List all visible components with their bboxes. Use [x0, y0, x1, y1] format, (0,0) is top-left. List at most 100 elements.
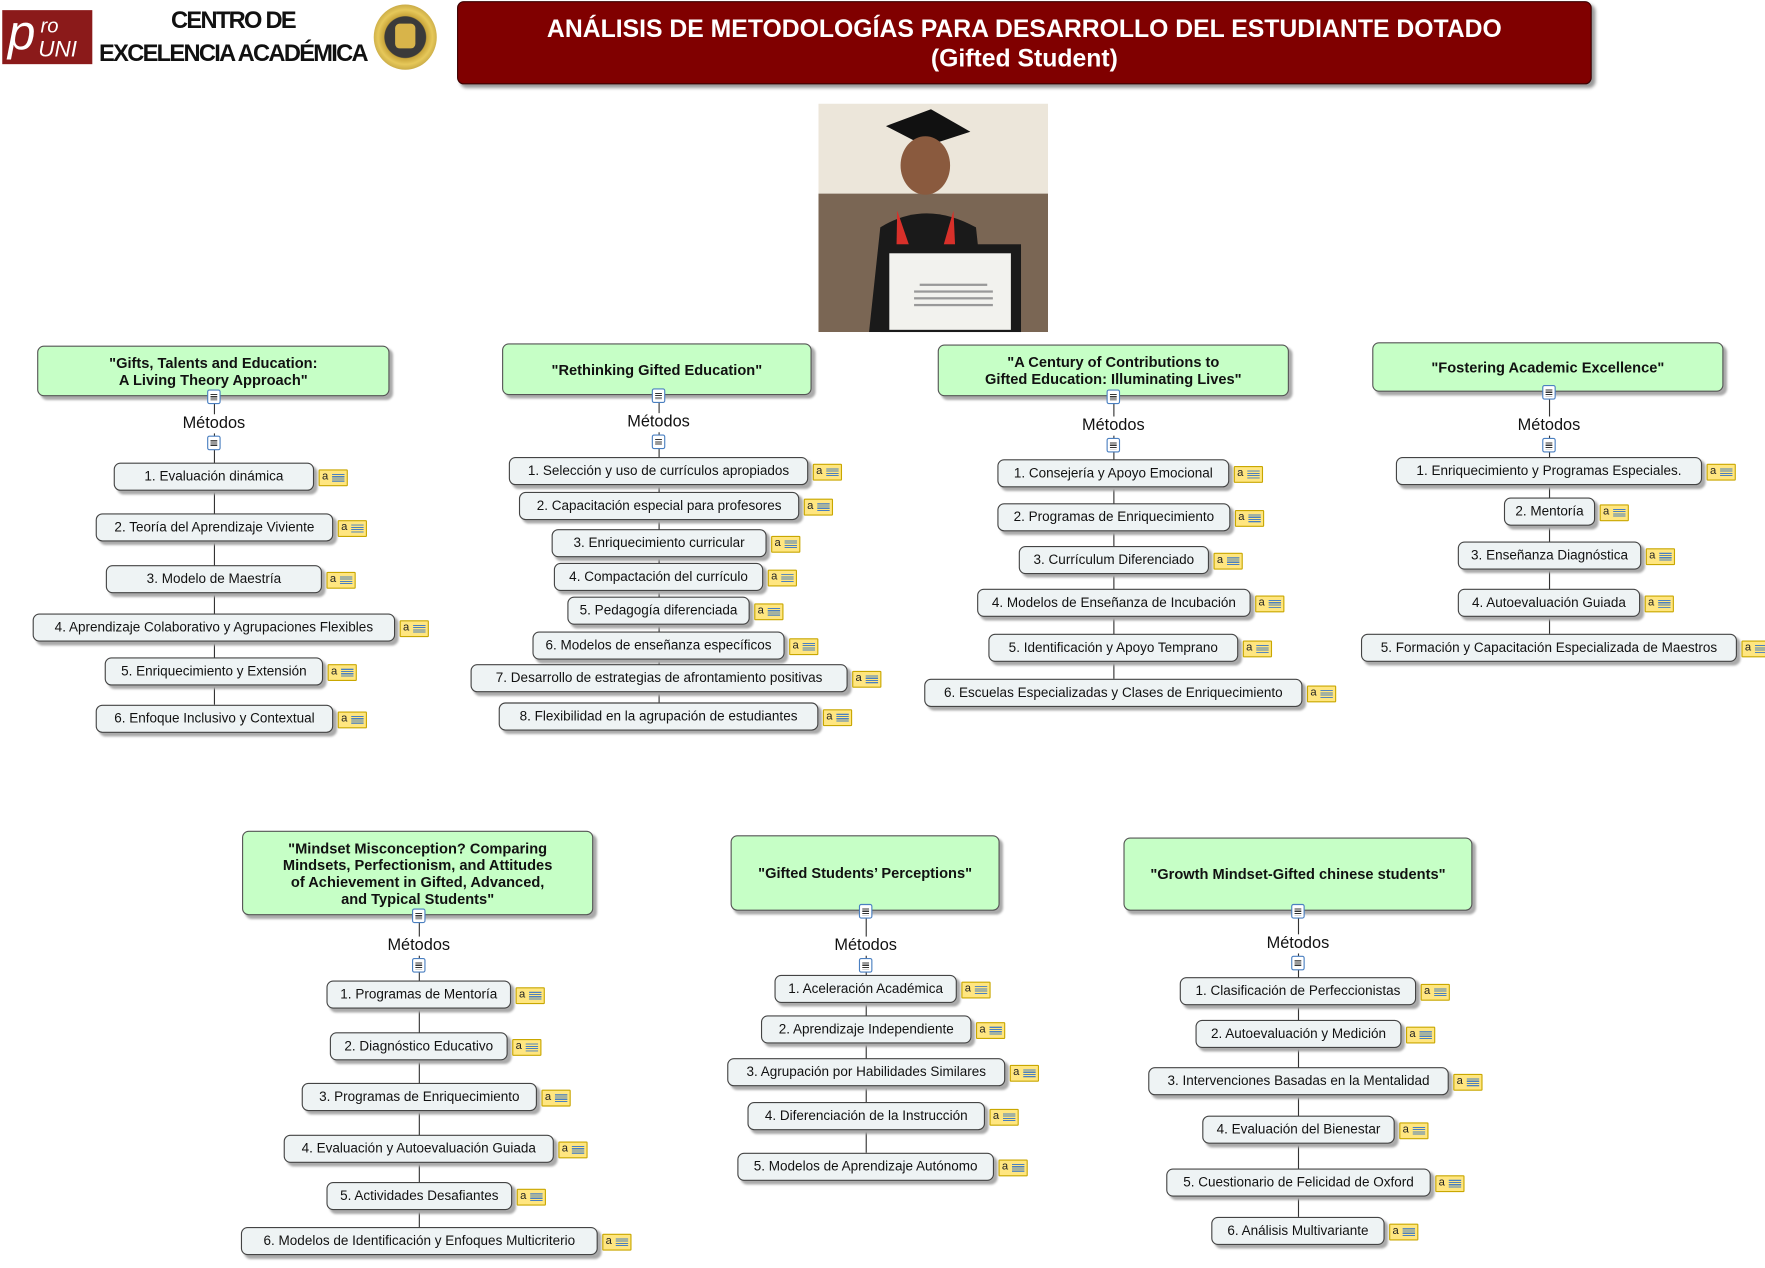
note-icon[interactable]: a	[1435, 1175, 1465, 1193]
method-item[interactable]: 6. Modelos de Identificación y Enfoques …	[240, 1227, 598, 1256]
method-item[interactable]: 1. Programas de Mentoría	[326, 980, 512, 1009]
method-item[interactable]: 3. Enseñanza Diagnóstica	[1457, 541, 1642, 570]
method-item[interactable]: 3. Agrupación por Habilidades Similares	[727, 1058, 1006, 1087]
note-icon[interactable]: a	[789, 638, 819, 656]
method-item[interactable]: 5. Actividades Desafiantes	[326, 1181, 513, 1211]
method-item[interactable]: 3. Modelo de Maestría	[105, 565, 322, 594]
attachment-icon[interactable]	[1291, 903, 1305, 919]
note-icon[interactable]: a	[998, 1159, 1028, 1177]
note-icon[interactable]: a	[558, 1141, 588, 1159]
note-icon[interactable]: a	[337, 520, 367, 537]
method-item[interactable]: 3. Enriquecimiento curricular	[551, 529, 767, 558]
method-item[interactable]: 2. Teoría del Aprendizaje Viviente	[95, 513, 334, 542]
attachment-icon[interactable]	[1291, 955, 1305, 971]
attachment-icon[interactable]	[858, 957, 873, 973]
note-icon[interactable]: a	[1399, 1122, 1429, 1140]
branch-title-node[interactable]: "Rethinking Gifted Education"	[502, 343, 812, 396]
note-icon[interactable]: a	[399, 620, 429, 638]
method-item[interactable]: 3. Intervenciones Basadas en la Mentalid…	[1148, 1067, 1449, 1096]
branch-title-node[interactable]: "Growth Mindset-Gifted chinese students"	[1123, 837, 1473, 911]
note-icon[interactable]: a	[1599, 504, 1629, 522]
note-icon[interactable]: a	[515, 987, 545, 1005]
method-item[interactable]: 7. Desarrollo de estrategias de afrontam…	[470, 664, 848, 693]
note-icon[interactable]: a	[1234, 509, 1265, 527]
method-item[interactable]: 2. Aprendizaje Independiente	[760, 1015, 972, 1044]
attachment-icon[interactable]	[651, 388, 666, 404]
note-icon[interactable]: a	[1389, 1223, 1419, 1241]
method-item[interactable]: 6. Análisis Multivariante	[1211, 1216, 1385, 1246]
branch-title-node[interactable]: "A Century of Contributions to Gifted Ed…	[937, 344, 1289, 397]
note-icon[interactable]: a	[1644, 595, 1674, 613]
note-icon[interactable]: a	[1009, 1064, 1040, 1082]
method-item[interactable]: 4. Modelos de Enseñanza de Incubación	[977, 588, 1251, 617]
attachment-icon[interactable]	[1542, 384, 1556, 400]
method-item[interactable]: 5. Modelos de Aprendizaje Autónomo	[737, 1152, 994, 1181]
method-item[interactable]: 4. Compactación del currículo	[553, 562, 764, 591]
note-icon[interactable]: a	[803, 498, 834, 516]
method-item[interactable]: 1. Selección y uso de currículos apropia…	[508, 457, 809, 486]
method-item[interactable]: 2. Capacitación especial para profesores	[518, 491, 800, 521]
note-icon[interactable]: a	[1306, 685, 1337, 703]
method-item[interactable]: 2. Programas de Enriquecimiento	[997, 503, 1231, 532]
note-icon[interactable]: a	[327, 664, 357, 682]
method-item[interactable]: 1. Evaluación dinámica	[113, 462, 315, 491]
method-item[interactable]: 8. Flexibilidad en la agrupación de estu…	[498, 702, 819, 731]
method-item[interactable]: 6. Modelos de enseñanza específicos	[532, 631, 785, 660]
method-item[interactable]: 2. Diagnóstico Educativo	[329, 1032, 508, 1061]
branch-title-node[interactable]: "Gifted Students’ Perceptions"	[730, 835, 1000, 911]
method-item[interactable]: 1. Enriquecimiento y Programas Especiale…	[1395, 457, 1703, 486]
note-icon[interactable]: a	[812, 463, 843, 481]
method-item[interactable]: 6. Escuelas Especializadas y Clases de E…	[924, 678, 1303, 707]
note-icon[interactable]: a	[1453, 1073, 1483, 1091]
method-item[interactable]: 3. Currículum Diferenciado	[1018, 545, 1210, 575]
note-icon[interactable]: a	[1706, 463, 1736, 481]
note-icon[interactable]: a	[516, 1188, 546, 1206]
attachment-icon[interactable]	[412, 957, 426, 973]
branch-title-node[interactable]: "Mindset Misconception? Comparing Mindse…	[242, 830, 594, 916]
note-icon[interactable]: a	[512, 1039, 542, 1056]
note-icon[interactable]: a	[337, 711, 367, 729]
note-icon[interactable]: a	[1233, 466, 1264, 483]
note-icon[interactable]: a	[989, 1108, 1019, 1126]
note-icon[interactable]: a	[754, 603, 784, 621]
note-icon[interactable]: a	[975, 1022, 1006, 1040]
note-icon[interactable]: a	[771, 535, 801, 553]
attachment-icon[interactable]	[651, 434, 666, 450]
note-icon[interactable]: a	[822, 709, 853, 727]
note-icon[interactable]: a	[1645, 548, 1676, 566]
attachment-icon[interactable]	[412, 908, 426, 924]
method-item[interactable]: 1. Consejería y Apoyo Emocional	[997, 459, 1230, 488]
attachment-icon[interactable]	[207, 435, 221, 451]
method-item[interactable]: 4. Diferenciación de la Instrucción	[747, 1102, 985, 1131]
method-item[interactable]: 1. Aceleración Académica	[774, 974, 957, 1003]
attachment-icon[interactable]	[858, 903, 873, 919]
note-icon[interactable]: a	[1213, 552, 1243, 570]
note-icon[interactable]: a	[1405, 1026, 1436, 1044]
attachment-icon[interactable]	[207, 389, 221, 405]
attachment-icon[interactable]	[1106, 437, 1121, 453]
attachment-icon[interactable]	[1542, 437, 1556, 453]
branch-title-node[interactable]: "Gifts, Talents and Education: A Living …	[37, 345, 390, 397]
note-icon[interactable]: a	[1255, 595, 1285, 613]
note-icon[interactable]: a	[961, 981, 991, 999]
method-item[interactable]: 4. Autoevaluación Guiada	[1457, 588, 1641, 617]
note-icon[interactable]: a	[326, 571, 356, 589]
note-icon[interactable]: a	[1420, 983, 1450, 1001]
method-item[interactable]: 1. Clasificación de Perfeccionistas	[1179, 977, 1417, 1006]
note-icon[interactable]: a	[318, 469, 348, 487]
note-icon[interactable]: a	[602, 1233, 632, 1251]
method-item[interactable]: 5. Identificación y Apoyo Temprano	[988, 633, 1239, 662]
note-icon[interactable]: a	[852, 670, 882, 688]
method-item[interactable]: 2. Autoevaluación y Medición	[1195, 1019, 1402, 1049]
attachment-icon[interactable]	[1106, 389, 1121, 405]
method-item[interactable]: 3. Programas de Enriquecimiento	[301, 1082, 537, 1112]
method-item[interactable]: 2. Mentoría	[1503, 497, 1596, 526]
method-item[interactable]: 5. Pedagogía diferenciada	[567, 596, 750, 625]
note-icon[interactable]: a	[541, 1089, 571, 1107]
method-item[interactable]: 6. Enfoque Inclusivo y Contextual	[95, 704, 334, 733]
method-item[interactable]: 4. Aprendizaje Colaborativo y Agrupacion…	[32, 613, 396, 642]
method-item[interactable]: 4. Evaluación del Bienestar	[1202, 1115, 1395, 1144]
note-icon[interactable]: a	[1741, 640, 1765, 658]
method-item[interactable]: 5. Enriquecimiento y Extensión	[104, 657, 324, 686]
method-item[interactable]: 5. Formación y Capacitación Especializad…	[1360, 633, 1737, 662]
